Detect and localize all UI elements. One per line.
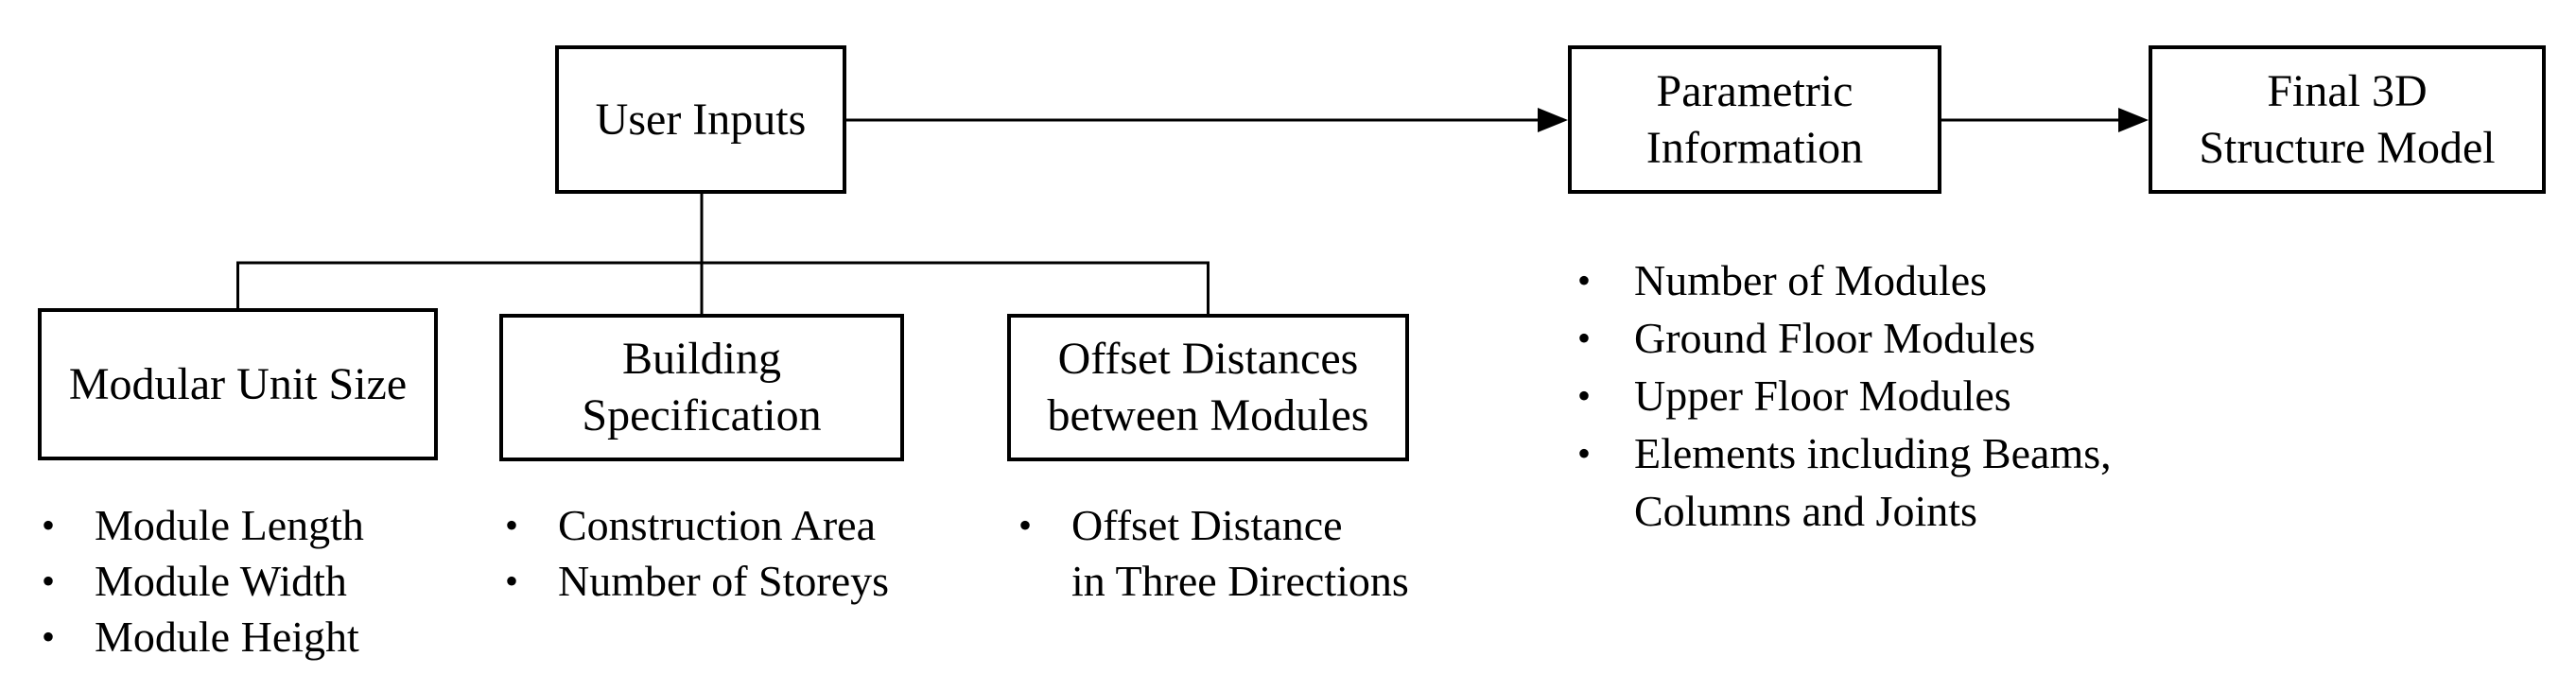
box-user-inputs-label: User Inputs (595, 94, 807, 145)
box-parametric-information-label: Parametric Information (1645, 65, 1864, 173)
arrowhead-to-final-icon (2118, 108, 2149, 132)
box-building-specification: Building Specification (499, 314, 904, 461)
bullet-icon: • (505, 504, 519, 546)
bullet-icon: • (42, 615, 56, 658)
box-parametric-information: Parametric Information (1568, 45, 1941, 194)
list-item: • Module Height (42, 609, 364, 665)
list-item: • Module Width (42, 553, 364, 609)
list-item-text: Elements including Beams, Columns and Jo… (1634, 429, 2112, 535)
arrowhead-to-parametric-icon (1538, 108, 1568, 132)
bullet-icon: • (42, 560, 56, 602)
bullet-icon: • (505, 560, 519, 602)
box-final-3d-structure-model: Final 3D Structure Model (2149, 45, 2546, 194)
list-building-specification: • Construction Area • Number of Storeys (505, 497, 889, 609)
list-item: • Number of Modules (1577, 251, 2112, 309)
list-item: • Construction Area (505, 497, 889, 553)
list-item-text: Module Height (95, 613, 359, 661)
list-item: • Elements including Beams, Columns and … (1577, 424, 2112, 540)
bullet-icon: • (1577, 317, 1592, 359)
box-final-3d-structure-model-label: Final 3D Structure Model (2199, 65, 2496, 173)
box-offset-distances: Offset Distances between Modules (1007, 314, 1409, 461)
list-item: • Ground Floor Modules (1577, 309, 2112, 367)
list-item-text: Number of Modules (1634, 256, 1988, 304)
list-item-text: Module Length (95, 501, 364, 549)
list-parametric-information: • Number of Modules • Ground Floor Modul… (1577, 251, 2112, 540)
bullet-icon: • (1577, 432, 1592, 475)
list-item-text: Ground Floor Modules (1634, 314, 2036, 362)
list-item-text: Number of Storeys (558, 557, 890, 605)
box-offset-distances-label: Offset Distances between Modules (1047, 334, 1369, 441)
list-modular-unit-size: • Module Length • Module Width • Module … (42, 497, 364, 665)
box-modular-unit-size: Modular Unit Size (38, 308, 438, 460)
list-item: • Upper Floor Modules (1577, 367, 2112, 424)
list-offset-distances: • Offset Distance in Three Directions (1018, 497, 1409, 609)
list-item: • Offset Distance in Three Directions (1018, 497, 1409, 609)
list-item-text: Upper Floor Modules (1634, 371, 2011, 420)
list-item-text: Module Width (95, 557, 347, 605)
list-item-text: Offset Distance in Three Directions (1071, 501, 1409, 605)
bullet-icon: • (1018, 504, 1033, 546)
box-modular-unit-size-label: Modular Unit Size (68, 358, 408, 409)
box-building-specification-label: Building Specification (582, 334, 822, 441)
bullet-icon: • (1577, 374, 1592, 417)
box-user-inputs: User Inputs (555, 45, 846, 194)
bullet-icon: • (42, 504, 56, 546)
bullet-icon: • (1577, 259, 1592, 302)
list-item-text: Construction Area (558, 501, 876, 549)
list-item: • Module Length (42, 497, 364, 553)
list-item: • Number of Storeys (505, 553, 889, 609)
